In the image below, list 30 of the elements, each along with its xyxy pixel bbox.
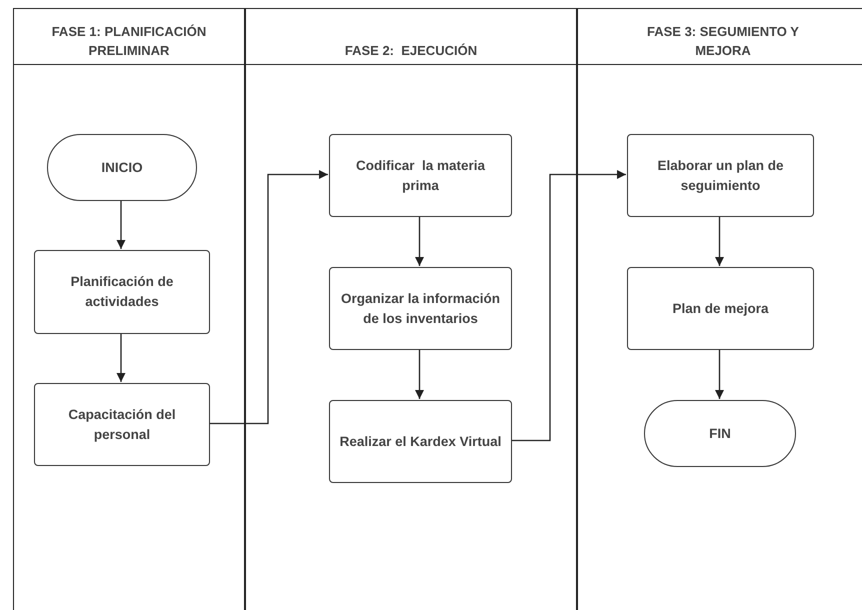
node-label: INICIO <box>101 158 143 176</box>
node-label: Planificación de actividades <box>70 273 174 311</box>
arrow <box>415 216 424 266</box>
arrow <box>116 200 126 249</box>
node-label: Codificar la materia prima <box>356 156 486 195</box>
node-label: Elaborar un plan de seguimiento <box>656 156 785 195</box>
node-label: FIN <box>709 424 731 442</box>
swimlane <box>13 8 245 610</box>
process-box <box>34 250 210 334</box>
process-box <box>34 383 210 466</box>
arrow <box>511 170 626 442</box>
arrow <box>715 349 724 399</box>
swimlane <box>577 8 862 610</box>
node-label: Realizar el Kardex Virtual <box>340 432 502 450</box>
lane-title: FASE 1: PLANIFICACIÓN PRELIMINAR <box>50 23 208 60</box>
process-box <box>329 267 512 350</box>
node-label: Plan de mejora <box>672 300 769 318</box>
lane-title: FASE 2: EJECUCIÓN <box>344 42 478 60</box>
lane-title: FASE 3: SEGUMIENTO Y MEJORA <box>646 23 800 60</box>
arrow <box>209 170 328 424</box>
process-box <box>329 134 512 217</box>
arrow <box>415 349 424 399</box>
arrow <box>116 333 126 382</box>
process-box <box>627 267 814 350</box>
arrow <box>715 216 724 266</box>
node-label: Organizar la información de los inventarios <box>340 290 502 328</box>
process-box <box>627 134 814 217</box>
node-label: Capacitación del personal <box>67 406 177 444</box>
process-box <box>329 400 512 483</box>
swimlane <box>245 8 577 610</box>
